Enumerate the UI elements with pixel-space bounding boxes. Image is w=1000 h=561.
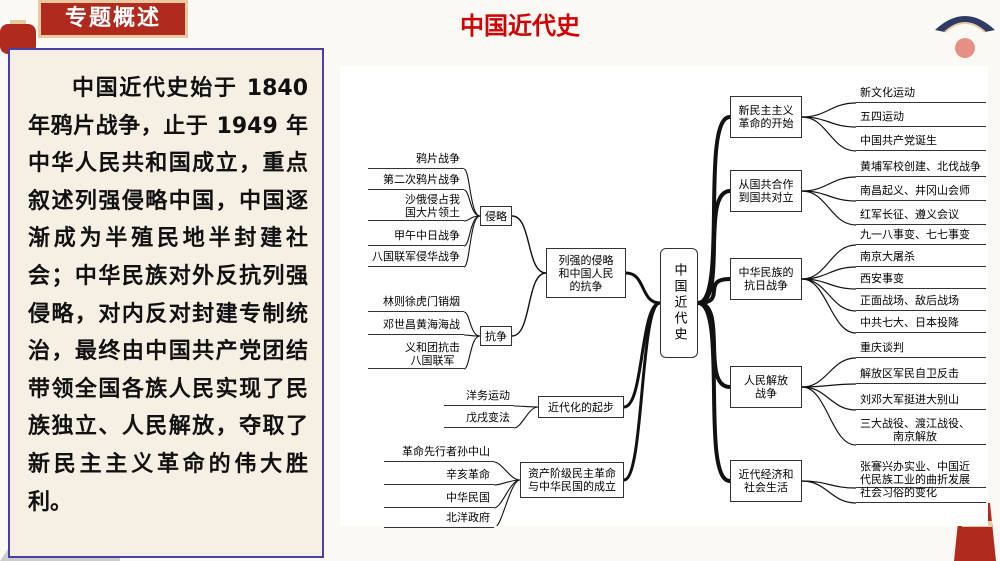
connector-line (623, 301, 661, 482)
connector-line (513, 405, 539, 408)
branch-node: 人民解放 战争 (730, 366, 802, 408)
leaf-node: 张謇兴办实业、中国近 代民族工业的曲折发展 (856, 458, 986, 488)
leaf-node: 黄埔军校创建、北伐战争 (856, 157, 986, 177)
connector-line (496, 479, 521, 526)
section-tag: 专题概述 (38, 0, 188, 38)
connector-line (463, 168, 481, 217)
leaf-node: 红军长征、遵义会议 (856, 205, 986, 225)
branch-node: 中华民族的 抗日战争 (730, 258, 802, 300)
leaf-node: 甲午中日战争 (368, 226, 464, 246)
leaf-node: 沙俄侵占我 国大片领土 (368, 191, 464, 221)
connector-line (697, 277, 731, 305)
connector-line (463, 311, 481, 337)
connector-line (801, 278, 857, 334)
connector-line (493, 461, 521, 481)
connector-line (801, 386, 857, 446)
connector-line (801, 102, 857, 118)
connector-line (801, 244, 857, 280)
leaf-node: 重庆谈判 (856, 338, 986, 358)
branch-node: 从国共合作 到国共对立 (730, 170, 802, 212)
leaf-node: 刘邓大军挺进大别山 (856, 390, 986, 410)
connector-line (463, 335, 481, 370)
connector-line (463, 189, 481, 217)
branch-node: 近代化的起步 (538, 396, 624, 418)
branch-node: 列强的侵略 和中国人民 的抗争 (546, 248, 626, 298)
leaf-node: 三大战役、渡江战役、 南京解放 (856, 415, 986, 445)
page-title: 中国近代史 (460, 12, 580, 40)
mind-map-connectors (463, 102, 857, 526)
summary-text: 中国近代史始于 1840 年鸦片战争，止于 1949 年中华人民共和国成立，重点… (28, 76, 308, 515)
connector-line (511, 215, 547, 274)
mind-map: 中国近代史 新民主主义 革命的开始 新文化运动五四运动中国共产党诞生从国共合作 到国… (340, 66, 988, 528)
leaf-node: 戊戌变法 (444, 408, 514, 428)
center-node: 中国近代史 (660, 248, 698, 358)
leaf-node: 正面战场、敌后战场 (856, 291, 986, 311)
connector-line (625, 271, 661, 305)
connector-line (801, 386, 857, 411)
leaf-node: 南京大屠杀 (856, 247, 986, 267)
connector-line (513, 406, 539, 429)
leaf-node: 林则徐虎门销烟 (368, 292, 464, 312)
leaf-node: 邓世昌黄海海战 (368, 315, 464, 335)
leaf-node: 中国共产党诞生 (856, 131, 986, 151)
leaf-node: 新文化运动 (856, 83, 986, 103)
leaf-node: 南昌起义、井冈山会师 (856, 181, 986, 201)
summary-panel: 中国近代史始于 1840 年鸦片战争，止于 1949 年中华人民共和国成立，重点… (8, 48, 324, 558)
connector-line (801, 480, 857, 504)
leaf-node: 中共七大、日本投降 (856, 313, 986, 333)
branch-node: 新民主主义 革命的开始 (730, 96, 802, 138)
connector-line (511, 272, 547, 337)
leaf-node: 五四运动 (856, 107, 986, 127)
leaf-node: 西安事变 (856, 269, 986, 289)
connector-line (801, 176, 857, 192)
connector-line (801, 116, 857, 152)
leaf-node: 第二次鸦片战争 (368, 170, 464, 190)
branch-node: 资产阶级民主革命 与中华民国的成立 (520, 462, 624, 498)
leaf-node: 鸦片战争 (368, 149, 464, 169)
leaf-node: 辛亥革命 (384, 465, 494, 485)
leaf-node: 洋务运动 (444, 386, 514, 406)
leaf-node: 义和团抗击 八国联军 (368, 339, 464, 369)
connector-line (697, 301, 731, 483)
leaf-node: 解放区军民自卫反击 (856, 364, 986, 384)
connector-line (697, 189, 731, 305)
group-node: 抗争 (480, 326, 512, 346)
leaf-node: 九一八事变、七七事变 (856, 225, 986, 245)
group-node: 侵略 (480, 206, 512, 226)
leaf-node: 社会习俗的变化 (856, 483, 986, 503)
fan-decoration (935, 16, 995, 58)
leaf-node: 中华民国 (384, 488, 494, 508)
branch-node: 近代经济和 社会生活 (730, 460, 802, 502)
leaf-node: 北洋政府 (384, 508, 494, 528)
connector-line (463, 334, 481, 337)
leaf-node: 八国联军侵华战争 (368, 247, 464, 267)
connector-line (801, 190, 857, 226)
leaf-node: 革命先行者孙中山 (384, 442, 494, 462)
connector-line (801, 357, 857, 388)
connector-line (463, 215, 481, 268)
